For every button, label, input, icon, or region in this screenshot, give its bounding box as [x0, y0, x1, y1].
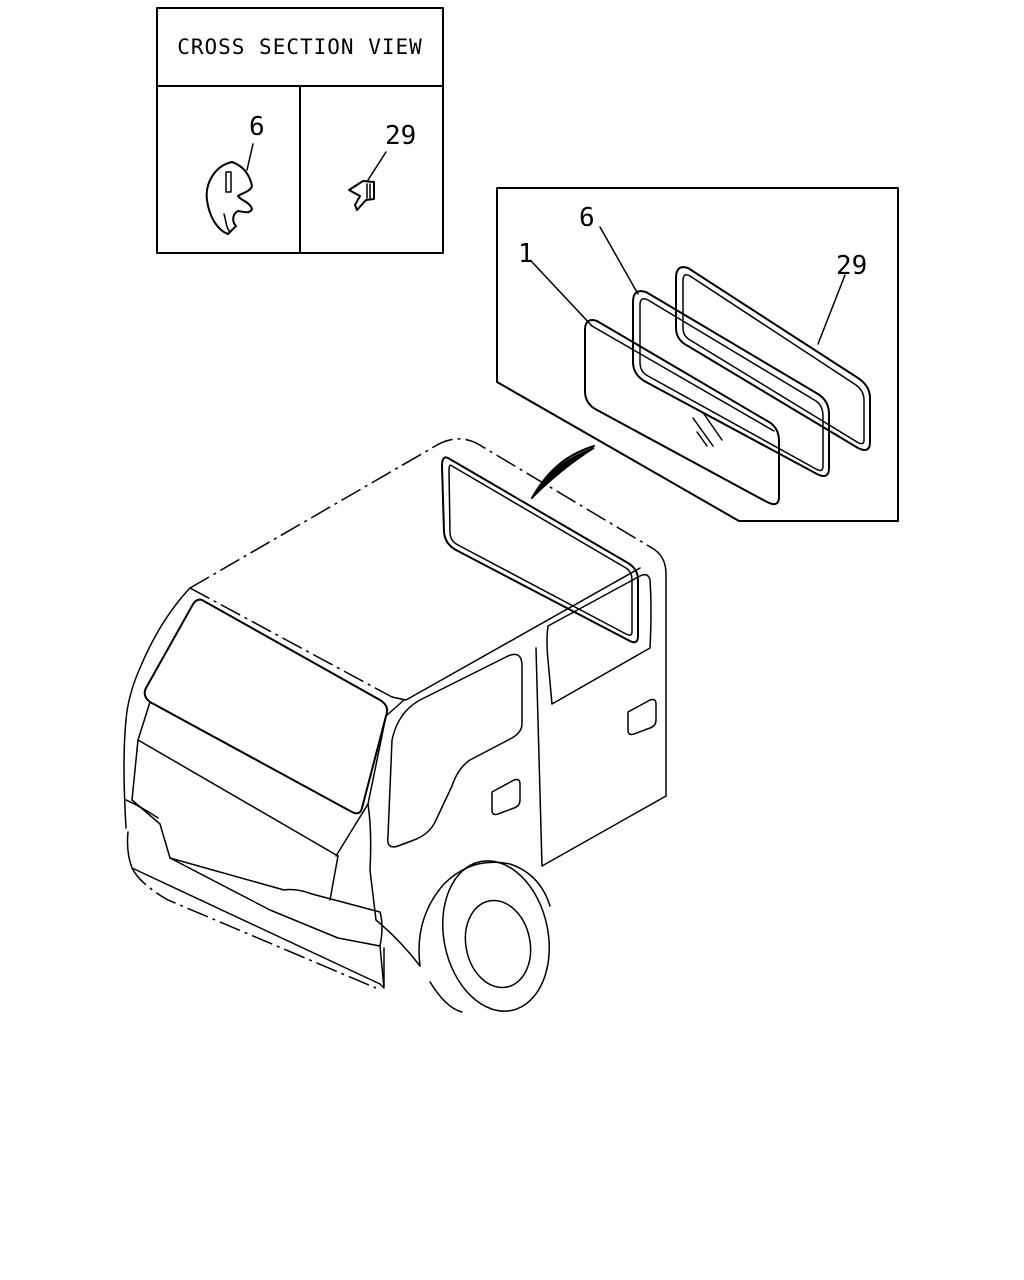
cab-front-pillar-left: [125, 587, 191, 721]
leader-line-weatherstrip: [599, 226, 639, 295]
cab-rear-window: [441, 456, 639, 644]
window-molding: [675, 266, 871, 451]
front-door-handle: [491, 778, 521, 816]
window-glass: [584, 319, 780, 506]
cab-roof-edge: [189, 438, 653, 589]
windshield: [143, 598, 389, 815]
exploded-callout-29: 29: [836, 251, 867, 281]
location-arrow-edge: [531, 445, 595, 499]
exploded-callout-1: 1: [518, 239, 534, 269]
a-pillar-right: [361, 699, 405, 809]
exploded-callout-6: 6: [579, 203, 595, 233]
leader-line-molding: [817, 274, 846, 345]
bumper-top: [126, 831, 381, 985]
front-panel-edge: [329, 855, 339, 901]
exploded-view-panel: 1 6 29: [496, 187, 899, 522]
molding-profile: [348, 151, 387, 211]
front-body-left: [123, 719, 127, 829]
exploded-view-frame: [496, 187, 899, 522]
rear-door-handle: [627, 698, 657, 736]
location-arrow: [531, 447, 595, 499]
bumper-lower: [131, 867, 377, 989]
cross-section-callout-6: 6: [249, 112, 265, 142]
headlamp-right: [169, 857, 383, 947]
rear-door-outline: [535, 647, 667, 867]
front-wheel-rim: [464, 899, 532, 989]
window-weatherstrip: [632, 290, 830, 477]
bumper-corner: [379, 945, 385, 989]
wheel-arch-lower: [429, 981, 463, 1013]
leader-line-glass: [531, 261, 593, 327]
front-panel-left: [131, 739, 171, 859]
cross-section-callout-29: 29: [385, 121, 416, 151]
cab-side-roof: [391, 567, 641, 701]
cross-section-panel: CROSS SECTION VIEW 6 29: [156, 7, 444, 254]
a-pillar-lower: [335, 715, 387, 857]
cab-roof-front-edge: [189, 587, 393, 698]
front-door-edge: [367, 803, 421, 967]
front-panel-top: [137, 701, 339, 857]
headlamp-left-top: [125, 799, 159, 819]
front-door-window: [386, 653, 523, 848]
cross-section-title: CROSS SECTION VIEW: [177, 35, 423, 59]
rear-door-window: [546, 573, 652, 705]
weatherstrip-profile: [205, 143, 254, 235]
front-tire: [441, 860, 551, 1012]
truck-cab: [123, 438, 667, 1013]
cab-rear-corner: [651, 547, 667, 797]
